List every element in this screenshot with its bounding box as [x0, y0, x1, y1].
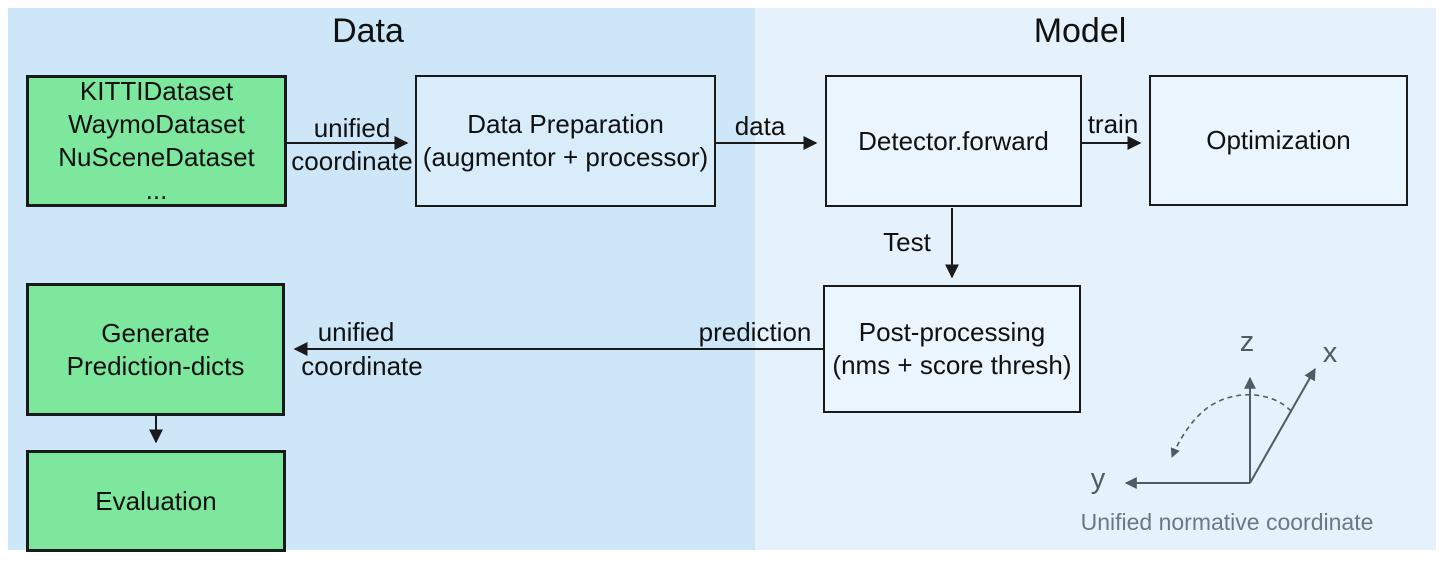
node-post-processing-line1: Post-processing: [858, 317, 1046, 347]
node-optimization-label: Optimization: [1206, 125, 1351, 155]
coordinate-caption: Unified normative coordinate: [1080, 509, 1374, 535]
node-datasets: KITTIDataset WaymoDataset NuSceneDataset…: [26, 75, 287, 207]
z-axis-label: z: [1239, 326, 1255, 358]
node-data-preparation: Data Preparation (augmentor + processor): [415, 75, 716, 207]
data-section-title: Data: [332, 12, 404, 50]
edge-label-prediction: prediction: [698, 317, 812, 347]
y-axis-label: y: [1090, 463, 1106, 495]
edge-label-coordinate-bottom: coordinate: [301, 351, 423, 381]
node-datasets-line2: WaymoDataset: [68, 109, 245, 139]
model-section-title: Model: [1033, 12, 1127, 50]
node-detector-forward-label: Detector.forward: [858, 125, 1049, 156]
node-data-preparation-line2: (augmentor + processor): [422, 142, 709, 172]
node-generate-prediction-line1: Generate: [101, 317, 210, 348]
node-post-processing: Post-processing (nms + score thresh): [823, 285, 1081, 413]
edge-label-test: Test: [883, 227, 931, 257]
edge-label-train: train: [1087, 109, 1139, 139]
node-generate-prediction-line2: Prediction-dicts: [66, 350, 245, 381]
node-optimization: Optimization: [1149, 75, 1408, 206]
node-data-preparation-line1: Data Preparation: [467, 109, 664, 139]
node-datasets-line4: ...: [145, 175, 168, 205]
node-generate-prediction-dicts: Generate Prediction-dicts: [26, 283, 285, 416]
edge-label-unified-top: unified: [313, 113, 391, 143]
node-detector-forward: Detector.forward: [825, 75, 1082, 207]
edge-label-coordinate-top: coordinate: [291, 146, 413, 176]
node-post-processing-line2: (nms + score thresh): [832, 350, 1072, 380]
node-datasets-line3: NuSceneDataset: [58, 142, 255, 172]
edge-label-unified-bottom: unified: [317, 317, 395, 347]
edge-label-data: data: [734, 111, 786, 141]
node-datasets-line1: KITTIDataset: [79, 76, 234, 106]
x-axis-label: x: [1322, 337, 1338, 369]
node-evaluation: Evaluation: [26, 450, 286, 552]
node-evaluation-label: Evaluation: [95, 485, 217, 516]
